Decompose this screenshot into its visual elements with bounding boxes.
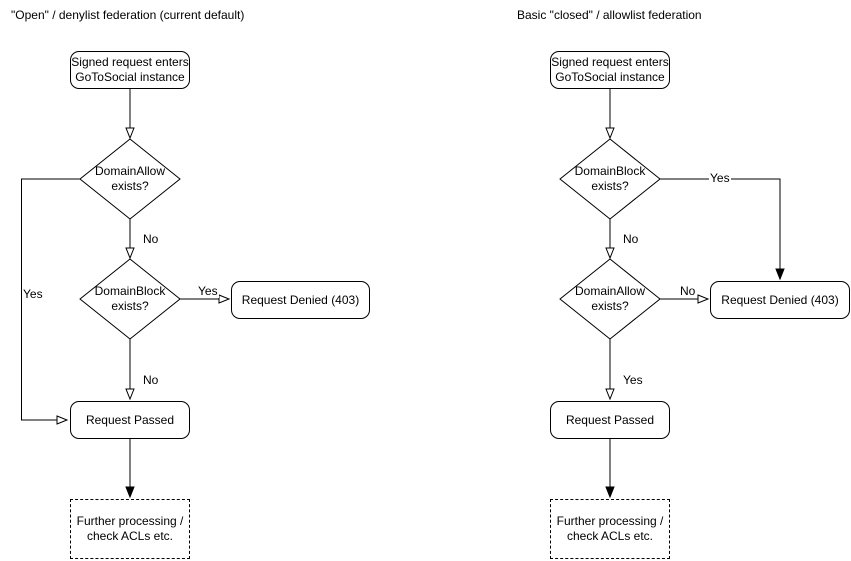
passed-node: Request Passed: [70, 401, 190, 439]
decision-bottom-diamond: [79, 258, 181, 340]
decision-bottom-label: DomainBlock exists?: [94, 284, 166, 313]
edge-label-no: No: [679, 284, 697, 298]
edge-label-yes: Yes: [22, 287, 44, 301]
edge-label-yes: Yes: [197, 284, 219, 298]
edge-label-yes: Yes: [709, 171, 731, 185]
edge-label-no: No: [142, 373, 160, 387]
denied-node: Request Denied (403): [710, 281, 850, 319]
chart-title: Basic "closed" / allowlist federation: [517, 8, 702, 22]
chart-title: "Open" / denylist federation (current de…: [11, 8, 245, 22]
decision-top-label: DomainAllow exists?: [94, 164, 166, 193]
further-node: Further processing / check ACLs etc.: [550, 499, 670, 559]
start-node: Signed request enters GoToSocial instanc…: [70, 51, 190, 89]
edge-label-no: No: [622, 232, 640, 246]
decision-top-diamond: [79, 138, 181, 220]
edge-label-no: No: [142, 232, 160, 246]
further-node: Further processing / check ACLs etc.: [70, 499, 190, 559]
flowchart-closed-allowlist: Basic "closed" / allowlist federation Si…: [480, 0, 851, 561]
decision-bottom-label: DomainAllow exists?: [574, 284, 646, 313]
decision-top-diamond: [559, 138, 661, 220]
decision-top-label: DomainBlock exists?: [574, 164, 646, 193]
start-node: Signed request enters GoToSocial instanc…: [550, 51, 670, 89]
decision-bottom-diamond: [559, 258, 661, 340]
connector-decision-top-yes-to-denied: [660, 178, 785, 281]
edge-label-yes: Yes: [622, 373, 644, 387]
denied-node: Request Denied (403): [231, 281, 370, 319]
flowchart-open-denylist: "Open" / denylist federation (current de…: [0, 0, 371, 561]
passed-node: Request Passed: [550, 401, 670, 439]
connector-decision-top-yes-to-passed: [21, 178, 80, 425]
